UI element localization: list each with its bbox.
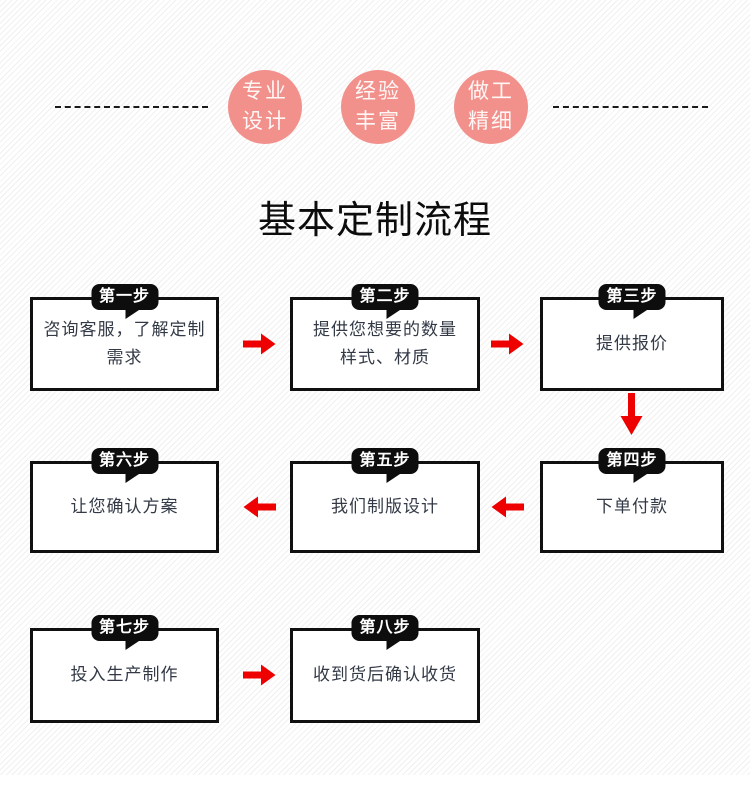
arrow-down-icon [620,393,643,435]
badge-text: 经验 丰富 [355,79,401,133]
feature-badge-rich-experience: 经验 丰富 [341,70,415,144]
step-box-1: 第一步 咨询客服，了解定制 需求 [30,284,219,391]
section-title: 基本定制流程 [257,200,492,242]
feature-badge-professional-design: 专业 设计 [228,70,302,144]
step-box-5: 第五步 我们制版设计 [290,448,480,553]
arrow-left-icon [243,496,276,518]
step-text-5: 我们制版设计 [331,496,439,516]
left-dashed-divider [55,106,208,108]
step-text-4: 下单付款 [596,496,668,516]
feature-badge-fine-workmanship: 做工 精细 [454,70,528,144]
step-text-3: 提供报价 [596,333,668,353]
step-label-4: 第四步 [598,448,666,483]
step-box-8: 第八步 收到货后确认收货 [290,615,480,723]
step-label-3: 第三步 [598,284,666,319]
step-text-1: 咨询客服，了解定制 需求 [43,319,206,367]
arrow-left-icon [491,496,524,518]
step-text-6: 让您确认方案 [70,496,179,516]
badge-text: 专业 设计 [242,79,288,133]
right-dashed-divider [553,106,708,108]
badge-text: 做工 精细 [468,79,514,133]
step-text-8: 收到货后确认收货 [313,665,457,685]
step-box-2: 第二步 提供您想要的数量 样式、材质 [290,284,480,391]
arrow-right-icon [491,333,524,355]
step-text-7: 投入生产制作 [70,665,179,685]
step-label-2: 第二步 [351,284,419,319]
step-label-5: 第五步 [351,448,419,483]
step-box-7: 第七步 投入生产制作 [30,615,219,723]
step-label-7: 第七步 [90,615,159,650]
step-text-2: 提供您想要的数量 样式、材质 [313,319,457,367]
arrow-right-icon [243,664,276,686]
step-label-6: 第六步 [90,448,159,483]
step-label-8: 第八步 [351,615,419,650]
step-box-4: 第四步 下单付款 [540,448,724,553]
step-box-3: 第三步 提供报价 [540,284,724,391]
step-label-1: 第一步 [90,284,159,319]
arrow-right-icon [243,333,276,355]
step-box-6: 第六步 让您确认方案 [30,448,219,553]
